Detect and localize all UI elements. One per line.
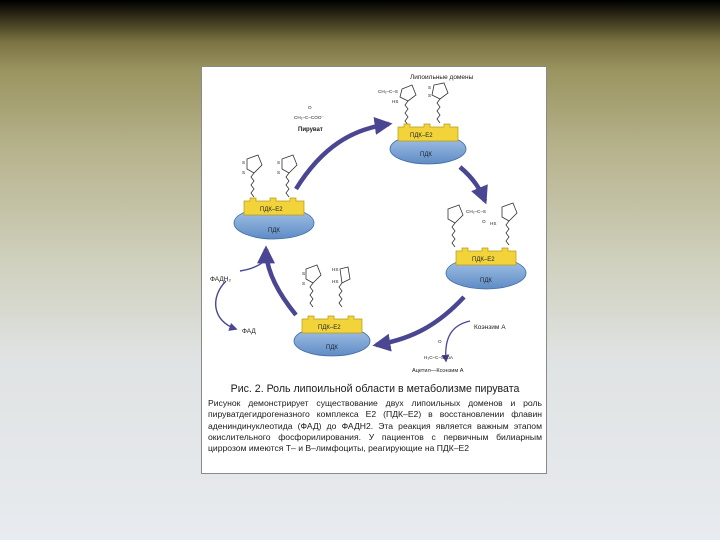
lipoyl-ring-left-2 <box>281 154 298 174</box>
e2-block-left <box>243 197 305 216</box>
acetyl-coa-label: Ацетил—Коэнзим А <box>412 368 464 374</box>
lipoyl-ring-bottom-1 <box>305 264 322 284</box>
caption-title: Рис. 2. Роль липоильной области в метабо… <box>230 383 520 395</box>
lipoyl-chain-top-right <box>436 98 441 124</box>
lipoyl-chain-left-2 <box>285 172 290 198</box>
lipoyl-chain-left-1 <box>250 172 255 198</box>
figure-caption: Рис. 2. Роль липоильной области в метабо… <box>208 383 542 454</box>
sulfur-bottom-1: S <box>302 271 305 276</box>
lipoyl-chain-right-1 <box>451 222 456 248</box>
acetyl-oxygen-right: O <box>482 219 486 224</box>
lipoyl-ring-bottom-2 <box>339 266 351 284</box>
lipoyl-ring-left-1 <box>246 154 263 174</box>
pyruvate-label: Пируват <box>298 127 323 133</box>
sulfur-left-2: S <box>242 170 245 175</box>
sulfur-left-3: S <box>277 160 280 165</box>
coenzyme-a-label: Коэнзим А <box>474 324 506 331</box>
pdk-label-bottom: ПДК <box>326 345 338 351</box>
fadh2-label: ФАДН₂ <box>210 276 231 283</box>
acetyl-formula-top: CH₃–C–S <box>378 89 398 94</box>
lipoyl-ring-right-1 <box>447 204 464 224</box>
figure-panel: Липоильные домены O CH₃–C–COO⁻ Пируват C… <box>201 66 547 474</box>
e2-block-top <box>397 123 459 142</box>
lipoyl-ring-right-2 <box>501 202 518 222</box>
lipoyl-chain-right-2 <box>505 220 510 246</box>
e2-label-right: ПДК–Е2 <box>472 257 495 263</box>
complex-left: S S S S ПДК–Е2 ПДК <box>233 154 315 240</box>
e2-label-top: ПДК–Е2 <box>410 133 433 139</box>
caption-body: Рисунок демонстрирует существование двух… <box>208 398 542 454</box>
e2-label-left: ПДК–Е2 <box>260 207 283 213</box>
fad-loop-arrow <box>214 280 238 331</box>
complex-right: CH₃–C–S O HS ПДК–Е2 ПДК <box>445 202 527 290</box>
fad-label: ФАД <box>242 328 256 335</box>
acetyl-coa-formula: H₃C–C–SCoA <box>424 355 454 360</box>
lipoyl-cycle-diagram: Липоильные домены O CH₃–C–COO⁻ Пируват C… <box>210 74 527 374</box>
cycle-arrow-right <box>458 165 488 205</box>
coenzyme-a-arrow <box>441 320 471 363</box>
e2-block-bottom <box>301 315 363 334</box>
e2-label-bottom: ПДК–Е2 <box>318 325 341 331</box>
sulfur-left-4: S <box>277 170 280 175</box>
fad-loop-arrow-return <box>239 260 265 272</box>
complex-top: CH₃–C–S HS S S ПДК–Е2 ПДК <box>378 82 467 165</box>
lipoyl-domains-label: Липоильные домены <box>410 74 474 81</box>
pdk-label-top: ПДК <box>420 152 432 158</box>
sulfur-left-1: S <box>242 160 245 165</box>
acetyl-formula-right: CH₃–C–S <box>466 209 486 214</box>
pyruvate-oxygen: O <box>308 105 312 110</box>
sulfur-top-1: S <box>428 85 431 90</box>
hs-label-right: HS <box>490 221 496 226</box>
lipoyl-chain-top-left <box>404 100 409 126</box>
lipoyl-chain-bottom-1 <box>309 282 314 308</box>
hs-label-top: HS <box>392 99 398 104</box>
sulfur-top-2: S <box>428 93 431 98</box>
hs-label-bottom-2: HS <box>332 279 338 284</box>
lipoyl-chain-bottom-2 <box>338 282 343 308</box>
sulfur-bottom-2: S <box>302 281 305 286</box>
acetyl-coa-oxygen: O <box>438 339 442 344</box>
cycle-arrow-top <box>294 117 393 191</box>
e2-block-right <box>455 247 517 266</box>
pdk-label-left: ПДК <box>268 228 280 234</box>
lipoyl-ring-top-left <box>399 84 417 102</box>
cycle-arrow-bottom <box>372 295 466 352</box>
complex-bottom: HS HS S S ПДК–Е2 ПДК <box>293 264 371 357</box>
pyruvate-formula: CH₃–C–COO⁻ <box>294 115 324 120</box>
lipoyl-ring-top-right <box>431 82 449 100</box>
pdk-label-right: ПДК <box>480 278 492 284</box>
cycle-arrow-left <box>257 245 298 317</box>
hs-label-bottom-1: HS <box>332 267 338 272</box>
